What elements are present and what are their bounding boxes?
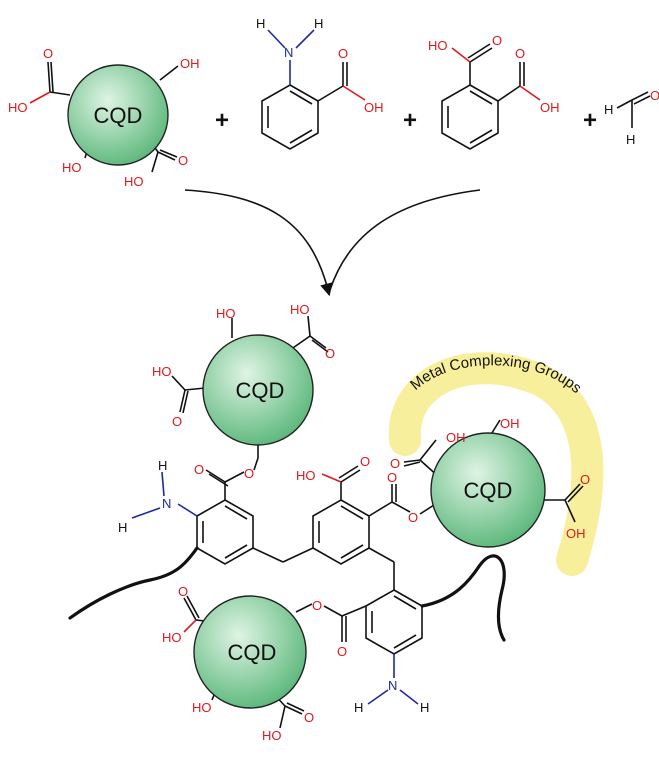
oxygen-label: O	[304, 710, 314, 725]
hydrogen-label: H	[604, 102, 613, 117]
oxygen-label: O	[390, 456, 400, 471]
nitrogen-label: N	[388, 678, 397, 693]
oxygen-label: O	[312, 598, 322, 613]
hydroxyl-label: HO	[262, 728, 282, 743]
oxygen-label: O	[492, 33, 502, 48]
reactant-phthalic-acid: HO O O OH	[428, 33, 560, 150]
cqd-label: CQD	[236, 378, 285, 403]
nitrogen-label: N	[162, 496, 171, 511]
oxygen-label: O	[650, 88, 659, 103]
hydroxyl-label: OH	[500, 416, 520, 431]
hydroxyl-label: HO	[428, 38, 448, 53]
cqd-label: CQD	[464, 478, 513, 503]
hydroxyl-label: HO	[8, 100, 28, 115]
hydroxyl-label: OH	[540, 100, 560, 115]
cqd-label: CQD	[228, 640, 277, 665]
hydrogen-label: H	[118, 520, 127, 535]
plus-sign: +	[403, 107, 417, 134]
hydroxyl-label: HO	[290, 302, 310, 317]
product-cqd-top: CQD HO HO O HO O	[152, 302, 335, 458]
hydroxyl-label: OH	[446, 430, 466, 445]
hydroxyl-label: HO	[296, 468, 316, 483]
hydroxyl-label: OH	[180, 56, 200, 71]
oxygen-label: O	[244, 466, 254, 481]
hydroxyl-label: HO	[216, 306, 236, 321]
metal-group-highlight	[388, 352, 604, 576]
hydroxyl-label: OH	[364, 100, 384, 115]
plus-sign: +	[215, 107, 229, 134]
hydrogen-label: H	[420, 700, 429, 715]
oxygen-label: O	[178, 153, 188, 168]
oxygen-label: O	[338, 46, 348, 61]
hydroxyl-label: HO	[152, 364, 172, 379]
plus-sign: +	[583, 107, 597, 134]
cqd-label: CQD	[94, 103, 143, 128]
oxygen-label: O	[43, 46, 53, 61]
oxygen-label: O	[580, 472, 590, 487]
hydroxyl-label: HO	[62, 160, 82, 175]
hydrogen-label: H	[158, 458, 167, 473]
polymer-chain	[68, 546, 506, 642]
reactant-anthranilic-acid: N H H O OH	[256, 16, 384, 150]
oxygen-label: O	[337, 644, 347, 659]
hydrogen-label: H	[626, 132, 635, 147]
hydrogen-label: H	[256, 16, 265, 31]
oxygen-label: O	[178, 584, 188, 599]
oxygen-label: O	[360, 454, 370, 469]
oxygen-label: O	[194, 462, 204, 477]
polymer-ring-left: N H H O O	[118, 457, 259, 565]
oxygen-label: O	[515, 46, 525, 61]
oxygen-label: O	[387, 470, 397, 485]
reactant-cqd: CQD O HO OH HO O HO	[8, 46, 200, 189]
nitrogen-label: N	[284, 45, 293, 60]
hydroxyl-label: OH	[566, 526, 586, 541]
product-cqd-bottom: CQD O HO HO O HO	[162, 584, 314, 743]
cqd-particle	[430, 432, 546, 548]
oxygen-label: O	[172, 414, 182, 429]
methylene-bridge	[252, 547, 284, 563]
reaction-arrows	[184, 189, 481, 297]
methylene-bridge	[282, 547, 314, 563]
polymer-ring-bottom: N H H O O	[295, 589, 429, 715]
polymer-ring-middle: HO O O O	[296, 454, 435, 590]
cqd-particle	[202, 334, 314, 446]
cqd-particle	[67, 64, 169, 166]
hydroxyl-label: HO	[162, 630, 182, 645]
hydroxyl-label: HO	[124, 174, 144, 189]
product-cqd-right: CQD OH O OH O OH	[390, 416, 590, 548]
oxygen-label: O	[325, 346, 335, 361]
hydrogen-label: H	[354, 700, 363, 715]
reactant-formaldehyde: H H O	[604, 88, 659, 147]
cqd-particle	[193, 595, 307, 709]
hydroxyl-label: HO	[192, 700, 212, 715]
hydrogen-label: H	[314, 16, 323, 31]
oxygen-label: O	[408, 510, 418, 525]
